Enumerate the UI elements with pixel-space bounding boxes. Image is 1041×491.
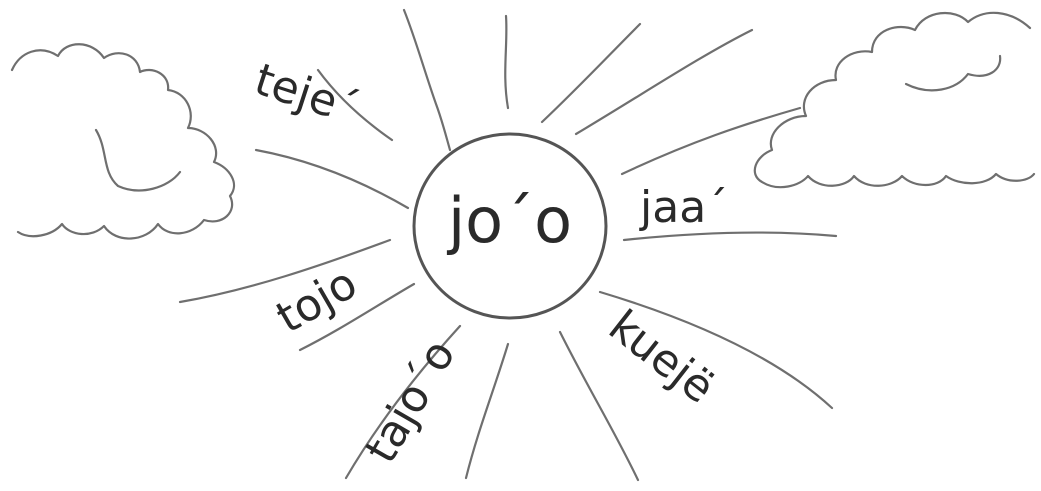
left-cloud xyxy=(12,44,234,238)
label-teje: teje´ xyxy=(249,54,365,135)
sun-ray xyxy=(624,233,836,240)
sun-ray xyxy=(505,16,508,108)
sun-ray xyxy=(404,10,450,150)
sun-ray xyxy=(622,108,800,174)
sun-ray xyxy=(256,150,408,208)
right-cloud xyxy=(755,13,1034,187)
label-jaa: jaa´ xyxy=(639,182,728,233)
sun-ray xyxy=(542,24,640,122)
sun-ray xyxy=(576,30,752,134)
right-cloud-outline xyxy=(755,13,1034,187)
label-kueje: kuejë xyxy=(599,300,724,413)
sun-ray xyxy=(466,344,508,478)
label-tajoo: tajo´o xyxy=(355,331,465,471)
sun-center-word: jo´o xyxy=(446,184,572,257)
right-cloud-inner-line xyxy=(906,56,1000,90)
left-cloud-outline xyxy=(12,44,234,238)
left-cloud-inner-line xyxy=(96,130,180,190)
label-tojo: tojo xyxy=(268,258,366,344)
